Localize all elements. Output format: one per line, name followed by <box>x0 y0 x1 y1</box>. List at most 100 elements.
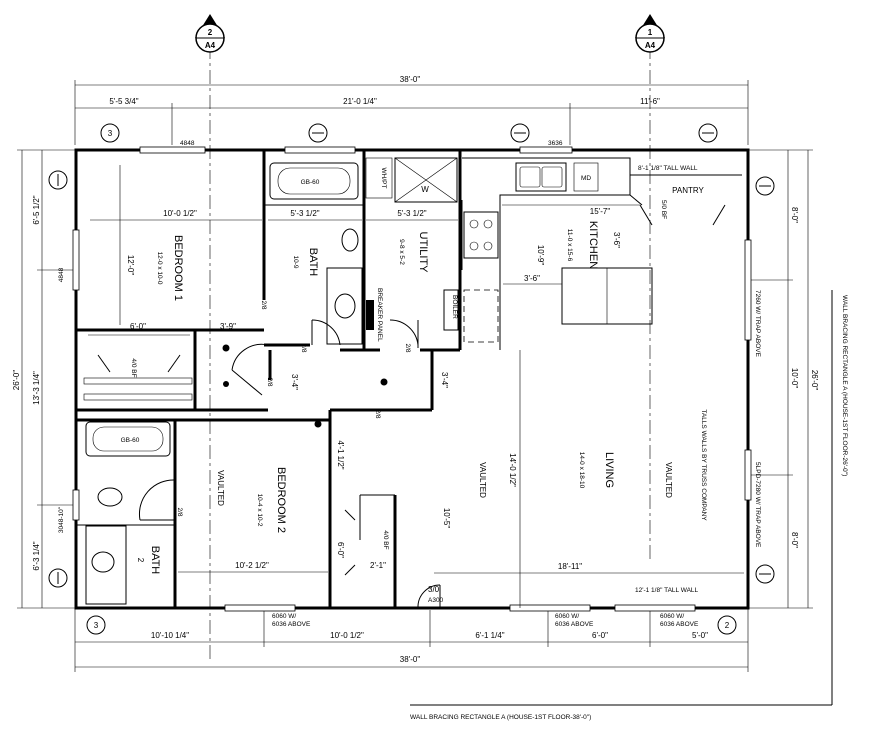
header-top-mid: 3636 <box>548 140 563 147</box>
win-3-b: 6036 ABOVE <box>660 621 699 628</box>
grid-3-bottom: 3 <box>94 621 99 630</box>
wall-bracing-rectangle: WALL BRACING RECTANGLE A (HOUSE-1ST FLOO… <box>410 290 848 721</box>
bath-1-label: BATH <box>307 248 319 277</box>
header-left-bath: 3048-10" <box>58 506 65 533</box>
bracing-bottom-label: WALL BRACING RECTANGLE A (HOUSE-1ST FLOO… <box>410 714 591 721</box>
dim-pantry-3-6: 3'-6" <box>612 232 621 248</box>
dim-bottom-3: 6'-1 1/4" <box>475 631 504 640</box>
fridge <box>463 289 499 343</box>
doors <box>97 204 726 609</box>
dim-bottom-4: 6'-0" <box>592 631 608 640</box>
tall-wall-top-note: 8'-1 1/8" TALL WALL <box>638 165 698 172</box>
dim-living-14: 14'-0 1/2" <box>508 453 517 487</box>
sink-1 <box>334 293 356 319</box>
tall-wall-bottom-note: 12'-1 1/8" TALL WALL <box>635 587 699 594</box>
utility-label: UTILITY <box>417 232 429 274</box>
dim-left-overall: 26'-0" <box>12 370 21 391</box>
dishwasher-label: MD <box>581 175 591 182</box>
truss-note: TALLS WALLS BY TRUSS COMPANY <box>700 409 707 521</box>
breaker-panel-label: BREAKER PANEL <box>376 288 383 342</box>
dim-hall-4-1: 4'-1 1/2" <box>336 440 345 469</box>
dim-top-overall: 38'-0" <box>400 75 421 84</box>
dim-right-1: 8'-0" <box>790 207 799 223</box>
top-dimensions: 38'-0" 5'-5 3/4" 21'-0 1/4" 11'-6" <box>74 75 749 145</box>
utility-room: WH/PT W 5'-3 1/2" UTILITY 9-8 x 5-2 BREA… <box>365 157 459 342</box>
grid-3-top: 3 <box>108 129 113 138</box>
vaulted-living: VAULTED <box>664 462 673 498</box>
dim-bottom-2: 10'-0 1/2" <box>330 631 364 640</box>
section-marker-1: 1 A4 <box>635 14 665 560</box>
bedroom-1: 10'-0 1/2" 12'-0" BEDROOM 1 12-0 x 10-0 … <box>83 165 262 401</box>
kitchen-sink <box>515 162 567 192</box>
dim-top-left: 5'-5 3/4" <box>109 97 138 106</box>
dim-right-2: 10'-0" <box>790 368 799 389</box>
bathtub-1 <box>269 162 359 200</box>
vaulted-bed2: VAULTED <box>216 470 225 506</box>
bath-1: GB-60 5'-3 1/2" BATH 10-9 2/8 <box>260 162 363 345</box>
door-utility-label: 2/8 <box>404 343 411 352</box>
dim-bath-width: 5'-3 1/2" <box>290 209 319 218</box>
washer-label: W <box>421 185 429 194</box>
dim-kitchen-3-6: 3'-6" <box>524 274 540 283</box>
living-room: 18'-11" 14'-0 1/2" LIVING 14-0 x 18-10 V… <box>428 290 761 604</box>
bath-2-label: BATH <box>149 546 161 575</box>
win-3-a: 6060 W/ <box>660 613 684 620</box>
bathtub-2 <box>85 421 171 457</box>
living-size: 14-0 x 18-10 <box>578 452 585 489</box>
range <box>463 211 499 259</box>
pantry: 8'-1 1/8" TALL WALL PANTRY 5/0 BF <box>629 165 742 219</box>
dim-left-1: 6'-5 1/2" <box>32 195 41 224</box>
dim-kitchen-15-7: 15'-7" <box>590 207 611 216</box>
bracing-side-label: WALL BRACING RECTANGLE A (HOUSE-1ST FLOO… <box>841 295 848 476</box>
dim-closet-6-0: 6'-0" <box>336 542 345 558</box>
grid-markers: 3 3 2 <box>48 123 775 635</box>
door-hall-label: 2/8 <box>374 409 381 418</box>
win-2-b: 6036 ABOVE <box>555 621 594 628</box>
right-dimensions: 26'-0" 8'-0" 10'-0" 8'-0" <box>748 149 819 609</box>
left-dimensions: 26'-0" 6'-5 1/2" 13'-3 1/4" 6'-3 1/4" 48… <box>12 149 76 609</box>
dim-kitchen-10-9: 10'-9" <box>536 245 545 266</box>
bedroom-2-label: BEDROOM 2 <box>275 467 287 533</box>
toilet-2 <box>97 487 123 507</box>
dim-living-18-11: 18'-11" <box>558 562 582 571</box>
section-2-number: 2 <box>208 28 213 37</box>
kitchen-label: KITCHEN <box>587 221 599 269</box>
bedroom-2-size: 10-4 x 10-2 <box>256 494 263 527</box>
dim-right-overall: 26'-0" <box>810 370 819 391</box>
interior-walls <box>76 150 521 608</box>
bf-pantry: 5/0 BF <box>660 200 667 219</box>
dim-hall-closet: 6'-0" <box>130 322 146 331</box>
dim-hall-3-4: 3'-4" <box>290 374 299 390</box>
dim-bed1-height: 12'-0" <box>126 255 135 276</box>
tub-1-label: GB-60 <box>301 179 320 186</box>
section-1-sheet: A4 <box>645 41 656 50</box>
hall: 2/8 2/8 2/8 3'-4" 2/8 3'-4" <box>222 343 449 428</box>
dim-closet-2-1: 2'-1" <box>370 561 386 570</box>
kitchen-size: 11-0 x 15-6 <box>566 229 573 262</box>
header-left-side: 4848 <box>58 267 65 282</box>
door-bath1-label: 2/8 <box>300 343 307 352</box>
breaker-panel <box>366 300 374 330</box>
section-1-number: 1 <box>648 28 653 37</box>
window-labels: 6060 W/ 6036 ABOVE 6060 W/ 6036 ABOVE 60… <box>272 613 699 628</box>
door-bed1-label: 2/8 <box>266 377 273 386</box>
bedroom-1-size: 12-0 x 10-0 <box>156 252 163 285</box>
pantry-label: PANTRY <box>672 186 704 195</box>
trap-above-2: 5LPD-7280 W/ TRAP ABOVE <box>754 462 761 548</box>
dim-utility-width: 5'-3 1/2" <box>397 209 426 218</box>
dim-bed1-width: 10'-0 1/2" <box>163 209 197 218</box>
bath-2-sub: 2 <box>136 558 145 563</box>
water-heater-label: WH/PT <box>380 168 387 189</box>
grid-2-bottom: 2 <box>725 621 730 630</box>
door-bed2-label: 2/8 <box>176 507 183 516</box>
dim-top-right: 11'-6" <box>640 97 660 106</box>
vaulted-hall: VAULTED <box>478 462 487 498</box>
trap-above-1: 7260 W/ TRAP ABOVE <box>754 290 761 358</box>
dim-bottom-5: 5'-0" <box>692 631 708 640</box>
bf-closet-1: 4/0 BF <box>130 358 137 377</box>
section-2-sheet: A4 <box>205 41 216 50</box>
dim-bottom-overall: 38'-0" <box>400 655 421 664</box>
windows <box>72 146 752 612</box>
dim-bed2-height: 10'-5" <box>442 508 451 529</box>
